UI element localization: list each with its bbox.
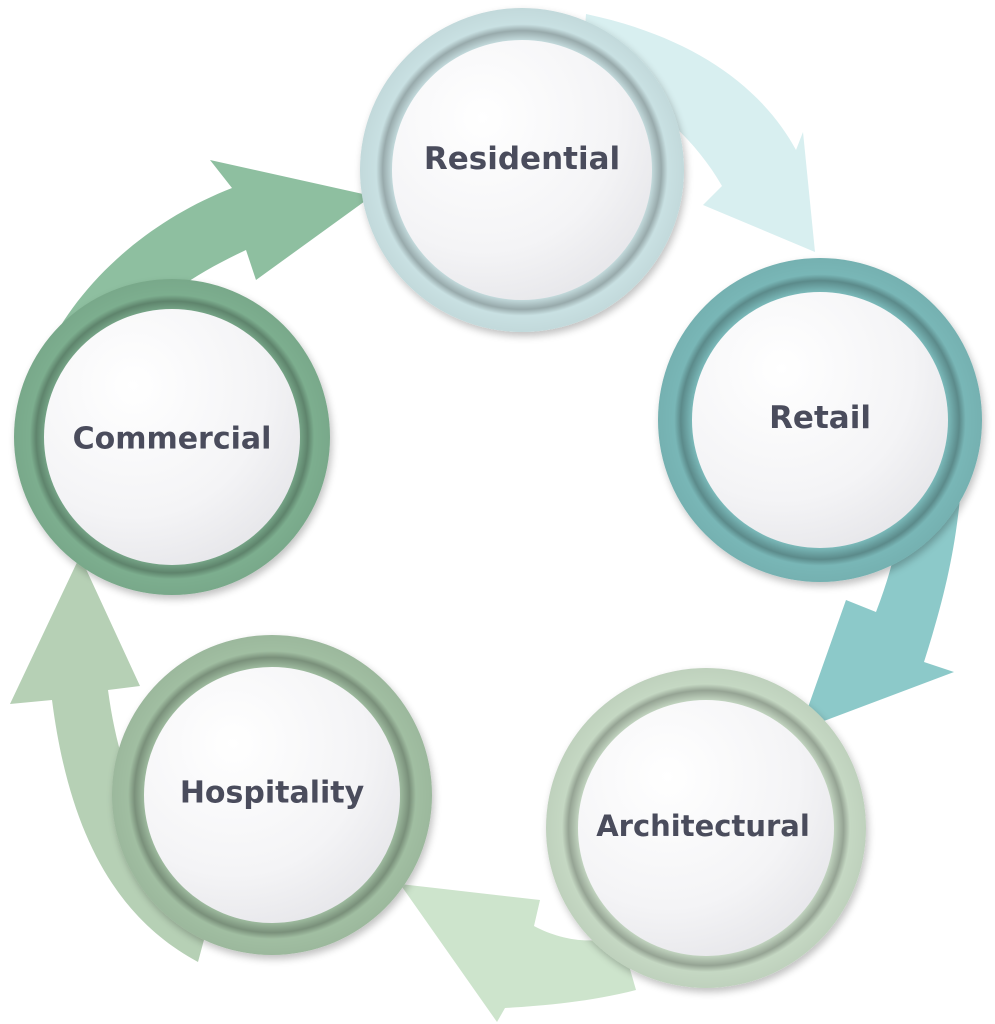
node-label-retail: Retail [769,400,871,436]
node-label-architectural: Architectural [596,809,810,843]
node-disc [44,309,300,565]
node-disc [692,292,948,548]
node-residential: Residential [360,8,684,332]
node-label-commercial: Commercial [73,422,272,457]
arrow-architectural-to-hospitality [400,884,636,1022]
node-retail: Retail [658,258,982,582]
node-label-hospitality: Hospitality [180,776,365,811]
node-hospitality: Hospitality [112,635,432,955]
node-label-residential: Residential [424,141,620,177]
node-architectural: Architectural [546,668,866,988]
node-commercial: Commercial [14,279,330,595]
node-disc [144,667,400,923]
node-disc [392,40,652,300]
nodes-layer: Residential Retail Architectural Hospita… [14,8,982,988]
node-disc [578,700,834,956]
